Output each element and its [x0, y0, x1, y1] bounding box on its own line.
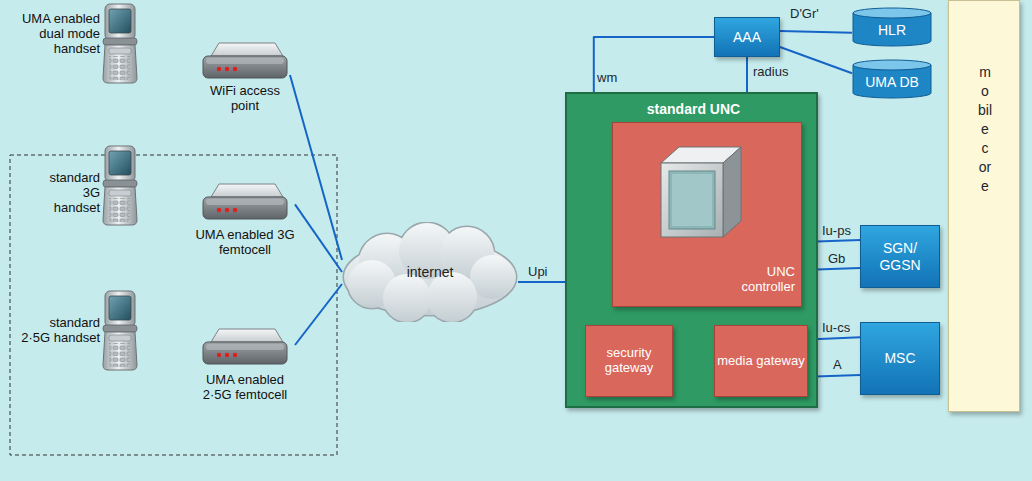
router-icon [203, 43, 287, 78]
router-icon [203, 184, 287, 219]
handset: standard 2·5G handset [12, 290, 142, 372]
phone-icon [103, 4, 137, 83]
gateway-box: security gateway [585, 325, 673, 397]
node-label: standard 3G handset [34, 171, 100, 216]
internet-cloud: internet [342, 222, 518, 322]
node-label: MSC [884, 350, 915, 366]
node-label: internet [407, 264, 454, 280]
wifi-access-point: WiFi access point [200, 38, 290, 120]
gateway-box: media gateway [714, 325, 808, 397]
phone-icon [103, 146, 137, 225]
unc-controller-box: UNC controller [612, 122, 802, 307]
connector-line [295, 204, 342, 272]
network-box: SGN/ GGSN [860, 225, 940, 288]
handset: standard 3G handset [12, 145, 142, 227]
unc-box: standard UNC UNC controller security gate… [565, 92, 818, 408]
router-icon [203, 329, 287, 364]
interface-label: wm [597, 70, 617, 85]
node-label: media gateway [717, 354, 804, 369]
interface-label: radius [753, 64, 788, 79]
femtocell: UMA enabled 3G femtocell [195, 178, 295, 266]
node-label: UMA DB [865, 74, 919, 90]
dashed-group-bracket [10, 155, 337, 455]
node-label: WiFi access point [200, 84, 290, 114]
interface-label: Gb [828, 251, 845, 266]
interface-label: Iu-cs [822, 320, 850, 335]
node-label: UMA enabled 2·5G femtocell [195, 373, 295, 403]
phone-icon [103, 291, 137, 370]
node-label: UMA enabled dual mode handset [12, 12, 100, 57]
connector-line [295, 284, 342, 345]
node-label: standard UNC [567, 101, 820, 117]
node-label: UMA enabled 3G femtocell [195, 228, 295, 258]
dual-mode-handset: UMA enabled dual mode handset [12, 4, 142, 86]
aaa-box: AAA [714, 17, 780, 57]
server-cube-icon [653, 141, 745, 243]
node-label: SGN/ GGSN [875, 240, 925, 272]
node-label: standard 2·5G handset [20, 316, 100, 346]
connector-line [780, 47, 852, 73]
database-cylinder: UMA DB [852, 60, 932, 98]
network-box: MSC [860, 322, 940, 395]
database-cylinder: HLR [852, 8, 932, 46]
node-label: AAA [733, 29, 761, 45]
interface-label: A [833, 357, 842, 372]
interface-label: Iu-ps [822, 223, 851, 238]
connector-line [746, 57, 748, 92]
interface-label: D'Gr' [790, 6, 819, 21]
mobile-core-band: mobile core [948, 0, 1020, 412]
node-label: security gateway [586, 346, 672, 376]
connector-line [780, 31, 852, 33]
node-label: HLR [878, 22, 906, 38]
connector-line [290, 75, 342, 260]
femtocell: UMA enabled 2·5G femtocell [195, 323, 295, 411]
connector-line [518, 281, 565, 283]
node-label: mobile core [978, 63, 992, 196]
interface-label: Upi [528, 264, 548, 279]
node-label: UNC controller [713, 265, 795, 295]
